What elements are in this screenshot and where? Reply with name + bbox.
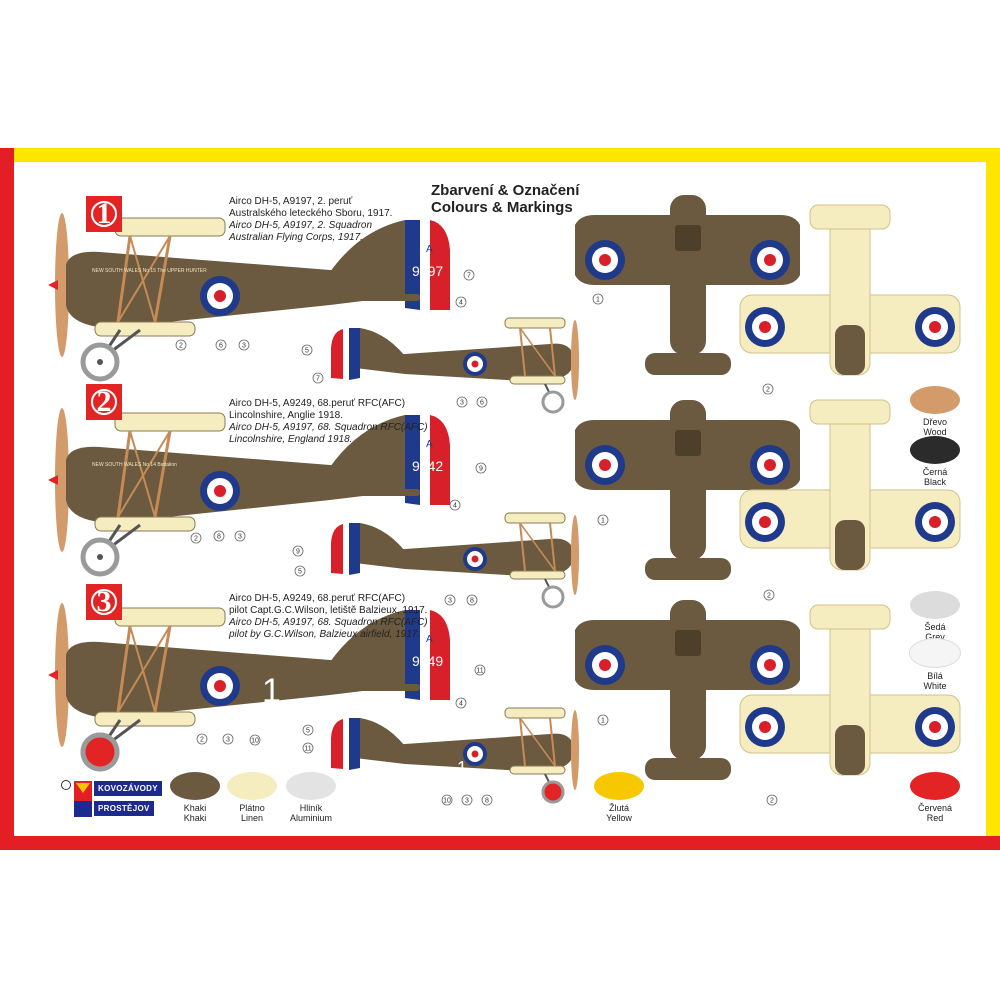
callout-3: 3 <box>242 343 246 350</box>
swatch-aluminium-color <box>286 772 336 800</box>
callout-3: 3 <box>448 598 452 605</box>
callout-3: 3 <box>465 798 469 805</box>
swatch-grey-color <box>910 591 960 619</box>
callout-4: 4 <box>459 701 463 708</box>
callout-1: 1 <box>601 718 605 725</box>
callout-2: 2 <box>200 737 204 744</box>
variant-badge-1: 1 <box>86 196 122 232</box>
fuselage-text-2: NEW SOUTH WALES No 14 Battalion <box>92 462 177 468</box>
fuselage-number-small-3: 1 <box>457 758 467 778</box>
caption-variant-3: Airco DH-5, A9249, 68.peruť RFC(AFC)pilo… <box>229 593 428 640</box>
callout-3: 3 <box>460 400 464 407</box>
tail-letter-3: A <box>426 634 433 645</box>
callout-1: 1 <box>601 518 605 525</box>
kovozavody-logo: KOVOZÁVODY PROSTĚJOV <box>60 779 162 819</box>
callout-11: 11 <box>304 746 311 753</box>
tail-letter-2: A <box>426 439 433 450</box>
caption-variant-2: Airco DH-5, A9249, 68.peruť RFC(AFC)Linc… <box>229 398 428 445</box>
callout-10: 10 <box>443 798 451 805</box>
callout-5: 5 <box>306 728 310 735</box>
callout-8: 8 <box>217 534 221 541</box>
callout-10: 10 <box>251 738 259 745</box>
callout-2: 2 <box>767 593 771 600</box>
serial-3: 9449 <box>412 653 443 669</box>
variant-badge-3: 3 <box>86 584 122 620</box>
swatch-white-color <box>909 638 961 668</box>
frame-right-yellow <box>986 148 1000 850</box>
callout-2: 2 <box>179 343 183 350</box>
callout-2: 2 <box>194 536 198 543</box>
callout-11: 11 <box>476 668 483 675</box>
callout-4: 4 <box>459 300 463 307</box>
callout-9: 9 <box>296 549 300 556</box>
callout-markers <box>175 269 778 806</box>
fuselage-text-1: NEW SOUTH WALES No 15 The UPPER HUNTER <box>92 268 207 274</box>
callout-7: 7 <box>467 273 471 280</box>
callout-1: 1 <box>596 297 600 304</box>
callout-5: 5 <box>305 348 309 355</box>
side-view-small-3 <box>331 708 579 802</box>
frame-bottom-red <box>0 836 1000 850</box>
callout-8: 8 <box>470 598 474 605</box>
serial-2: 9242 <box>412 458 443 474</box>
callout-3: 3 <box>226 737 230 744</box>
callout-6: 6 <box>480 400 484 407</box>
callout-8: 8 <box>485 798 489 805</box>
callout-4: 4 <box>453 503 457 510</box>
tail-letter-1: A <box>426 244 433 255</box>
callout-3: 3 <box>238 534 242 541</box>
swatch-black-color <box>910 436 960 464</box>
logo-line-2: PROSTĚJOV <box>94 801 154 816</box>
fuselage-number-3: 1 <box>262 672 281 710</box>
frame-left-red <box>0 148 14 850</box>
swatch-yellow-color <box>594 772 644 800</box>
variant-badge-2: 2 <box>86 384 122 420</box>
callout-7: 7 <box>316 376 320 383</box>
swatch-linen-color <box>227 772 277 800</box>
callout-2: 2 <box>766 387 770 394</box>
frame-top-yellow <box>0 148 1000 162</box>
callout-9: 9 <box>479 466 483 473</box>
callout-6: 6 <box>219 343 223 350</box>
callout-5: 5 <box>298 569 302 576</box>
logo-emblem <box>61 780 92 817</box>
serial-1: 9197 <box>412 263 443 279</box>
swatch-wood-color <box>910 386 960 414</box>
callout-2: 2 <box>770 798 774 805</box>
swatch-red-color <box>910 772 960 800</box>
swatch-khaki-color <box>170 772 220 800</box>
logo-line-1: KOVOZÁVODY <box>94 781 162 796</box>
